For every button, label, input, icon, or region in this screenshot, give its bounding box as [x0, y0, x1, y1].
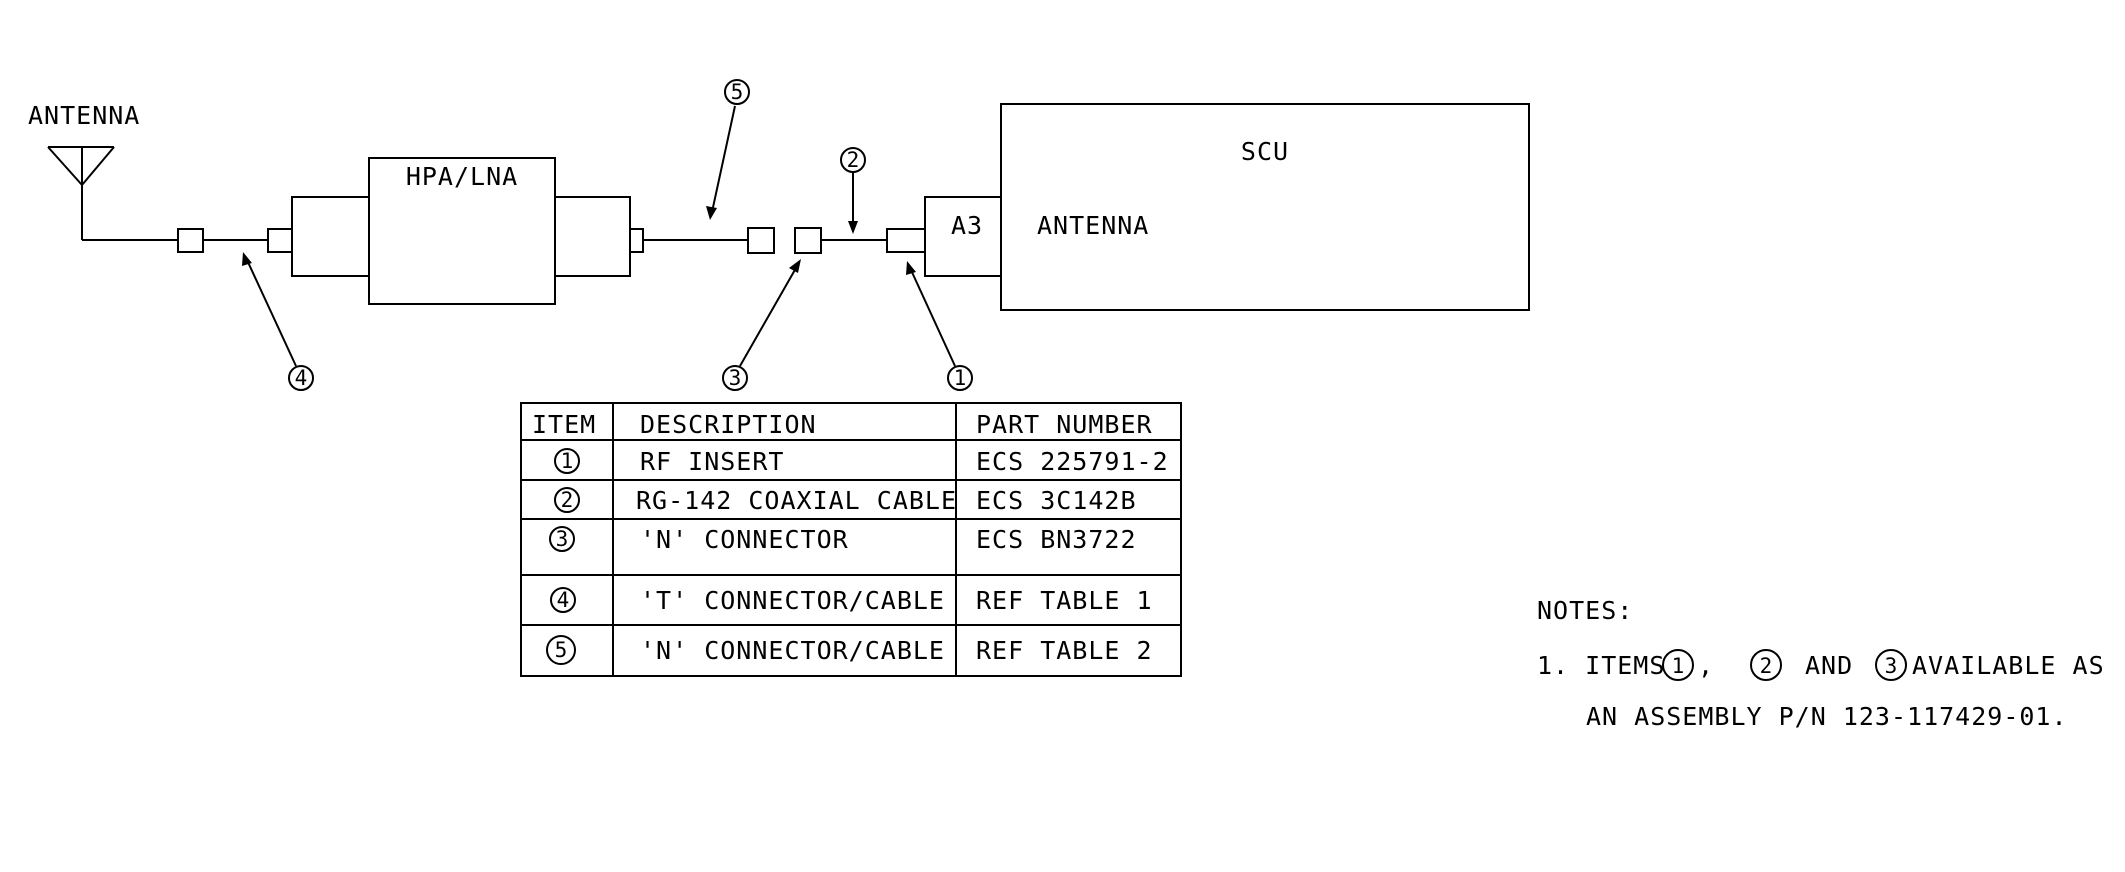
notes-block: NOTES: 1. ITEMS 1 , 2 AND 3 AVAILABLE AS… [1537, 596, 2105, 731]
notes-line1-suffix: AVAILABLE AS [1912, 651, 2105, 680]
connector-antenna-side [178, 229, 203, 252]
connector-item-5-end [748, 228, 774, 253]
svg-text:'N' CONNECTOR: 'N' CONNECTOR [640, 525, 849, 554]
connector-item-3 [795, 228, 821, 253]
table-header-description: DESCRIPTION [640, 410, 817, 439]
antenna-icon [48, 147, 114, 240]
arrowhead [706, 206, 717, 220]
callout-5: 5 [706, 80, 749, 220]
svg-text:5: 5 [555, 638, 568, 662]
callout-1: 1 [906, 261, 972, 390]
svg-text:3: 3 [729, 366, 742, 390]
notes-item-3: 3 [1885, 654, 1898, 678]
svg-text:2: 2 [847, 148, 860, 172]
hpa-lna-label: HPA/LNA [406, 162, 518, 191]
cable-item-5 [630, 228, 774, 253]
scu-block: A3 SCU ANTENNA [925, 104, 1529, 310]
svg-text:REF TABLE 2: REF TABLE 2 [976, 636, 1153, 665]
svg-text:2: 2 [561, 488, 574, 512]
hpa-lna-block: HPA/LNA [292, 158, 630, 304]
table-row: 1 RF INSERT ECS 225791-2 [555, 447, 1169, 476]
parts-table: ITEM DESCRIPTION PART NUMBER 1 RF INSERT… [521, 403, 1181, 676]
a3-label: A3 [951, 211, 983, 240]
callout-2: 2 [841, 148, 865, 234]
notes-and: AND [1805, 651, 1853, 680]
table-header-item: ITEM [532, 410, 596, 439]
svg-text:RF INSERT: RF INSERT [640, 447, 784, 476]
arrowhead [848, 221, 858, 234]
svg-text:3: 3 [556, 527, 569, 551]
table-header-part-number: PART NUMBER [976, 410, 1153, 439]
notes-heading: NOTES: [1537, 596, 1633, 625]
table-row: 2 RG-142 COAXIAL CABLE ECS 3C142B [555, 486, 1137, 515]
callout-3: 3 [723, 259, 801, 390]
scu-label: SCU [1241, 137, 1289, 166]
notes-item-1: 1 [1672, 654, 1685, 678]
notes-separator: , [1698, 651, 1714, 680]
connector-hpa-input [268, 229, 292, 252]
svg-text:1: 1 [561, 449, 574, 473]
rf-insert-item-1 [887, 229, 927, 252]
arrowhead [906, 261, 916, 275]
antenna-label: ANTENNA [28, 101, 140, 130]
svg-text:4: 4 [295, 366, 308, 390]
svg-text:ECS 3C142B: ECS 3C142B [976, 486, 1137, 515]
table-row: 5 'N' CONNECTOR/CABLE REF TABLE 2 [547, 636, 1153, 665]
svg-text:'T' CONNECTOR/CABLE: 'T' CONNECTOR/CABLE [640, 586, 945, 615]
scu-antenna-label: ANTENNA [1037, 211, 1149, 240]
svg-text:REF TABLE 1: REF TABLE 1 [976, 586, 1153, 615]
arrowhead [242, 252, 252, 266]
notes-item-2: 2 [1760, 654, 1773, 678]
notes-line1-prefix: 1. ITEMS [1537, 651, 1665, 680]
cable-item-4 [82, 229, 292, 252]
table-row: 4 'T' CONNECTOR/CABLE REF TABLE 1 [551, 586, 1153, 615]
connector-hpa-output [630, 229, 643, 252]
svg-text:1: 1 [954, 366, 967, 390]
arrowhead [789, 259, 801, 273]
svg-text:ECS BN3722: ECS BN3722 [976, 525, 1137, 554]
svg-text:4: 4 [557, 588, 570, 612]
svg-text:RG-142 COAXIAL CABLE: RG-142 COAXIAL CABLE [636, 486, 957, 515]
table-row: 3 'N' CONNECTOR ECS BN3722 [550, 525, 1137, 554]
svg-text:ECS 225791-2: ECS 225791-2 [976, 447, 1169, 476]
svg-text:'N' CONNECTOR/CABLE: 'N' CONNECTOR/CABLE [640, 636, 945, 665]
notes-line2: AN ASSEMBLY P/N 123-117429-01. [1586, 702, 2068, 731]
svg-text:5: 5 [731, 80, 744, 104]
